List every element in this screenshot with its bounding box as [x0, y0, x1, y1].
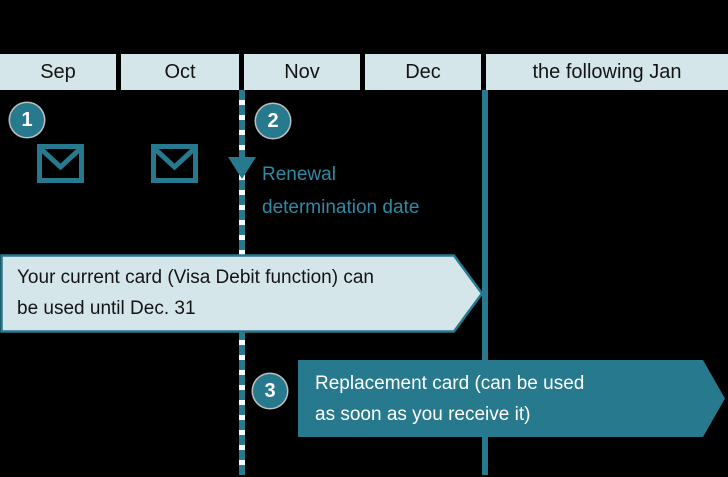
replacement-card-line1: Replacement card (can be used	[315, 373, 585, 394]
envelope-icon	[37, 144, 84, 183]
renewal-label-line1: Renewal	[262, 164, 336, 185]
renewal-label-line2: determination date	[262, 197, 420, 218]
step-3-badge: 3	[253, 374, 287, 408]
month-cell-following-jan: the following Jan	[486, 54, 728, 90]
current-card-banner	[0, 254, 484, 333]
month-cell-nov: Nov	[244, 54, 360, 90]
envelope-icon	[151, 144, 198, 183]
replacement-card-banner-text: Replacement card (can be used as soon as…	[315, 368, 584, 430]
down-arrow-icon	[228, 157, 256, 179]
current-card-banner-text: Your current card (Visa Debit function) …	[17, 262, 467, 324]
current-card-line1: Your current card (Visa Debit function) …	[17, 267, 374, 288]
replacement-card-banner: Replacement card (can be used as soon as…	[298, 360, 725, 437]
month-cell-oct: Oct	[121, 54, 239, 90]
renewal-determination-label: Renewal determination date	[262, 158, 419, 224]
month-cell-dec: Dec	[365, 54, 481, 90]
month-cell-sep: Sep	[0, 54, 116, 90]
step-1-badge: 1	[10, 103, 44, 137]
step-2-badge: 2	[256, 104, 290, 138]
current-card-line2: be used until Dec. 31	[17, 298, 196, 319]
jan-boundary-line	[482, 90, 488, 475]
replacement-card-line2: as soon as you receive it)	[315, 404, 531, 425]
